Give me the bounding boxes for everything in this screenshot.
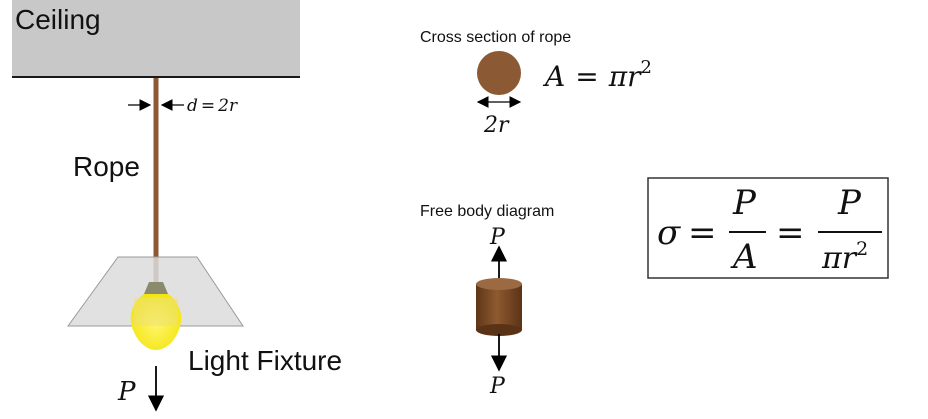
- rope-segment-cylinder: [476, 278, 522, 336]
- fraction-1-denominator: A: [730, 237, 758, 277]
- cylinder-bottom: [476, 324, 522, 336]
- cylinder-body: [476, 284, 522, 330]
- top-force-label: P: [489, 225, 506, 250]
- stress-formula-box: [647, 177, 889, 279]
- rope-label: Rope: [73, 151, 140, 182]
- fraction-1-numerator: P: [732, 183, 757, 223]
- stress-equals-1: =: [688, 213, 717, 253]
- cylinder-top: [476, 278, 522, 290]
- light-fixture: Light Fixture P: [67, 256, 342, 412]
- rope-cross-section: [477, 51, 521, 95]
- cross-section: Cross section of rope 2r A=πr2: [420, 29, 652, 138]
- stress-equals-2: =: [776, 213, 805, 253]
- fixture-label: Light Fixture: [188, 345, 342, 376]
- area-formula: A=πr2: [542, 57, 652, 93]
- bulb-socket: [144, 282, 168, 294]
- rope: d=2r Rope: [73, 78, 238, 285]
- free-body-diagram: Free body diagram P P: [420, 203, 554, 399]
- free-body-title: Free body diagram: [420, 203, 554, 220]
- fraction-2-numerator: P: [837, 183, 862, 223]
- ceiling-block: [12, 0, 300, 77]
- cross-section-dimension-label: 2r: [483, 113, 510, 138]
- ceiling: Ceiling: [12, 0, 300, 78]
- diameter-label: d=2r: [187, 96, 238, 116]
- stress-symbol: σ: [657, 213, 681, 253]
- bottom-force-label: P: [489, 374, 506, 399]
- stress-formula: σ = P A = P πr2: [647, 177, 889, 279]
- fraction-2-denominator: πr2: [821, 238, 868, 276]
- ceiling-label: Ceiling: [15, 4, 101, 35]
- load-label: P: [117, 377, 136, 407]
- cross-section-title: Cross section of rope: [420, 29, 571, 46]
- bulb-glow-overlay: [134, 298, 178, 326]
